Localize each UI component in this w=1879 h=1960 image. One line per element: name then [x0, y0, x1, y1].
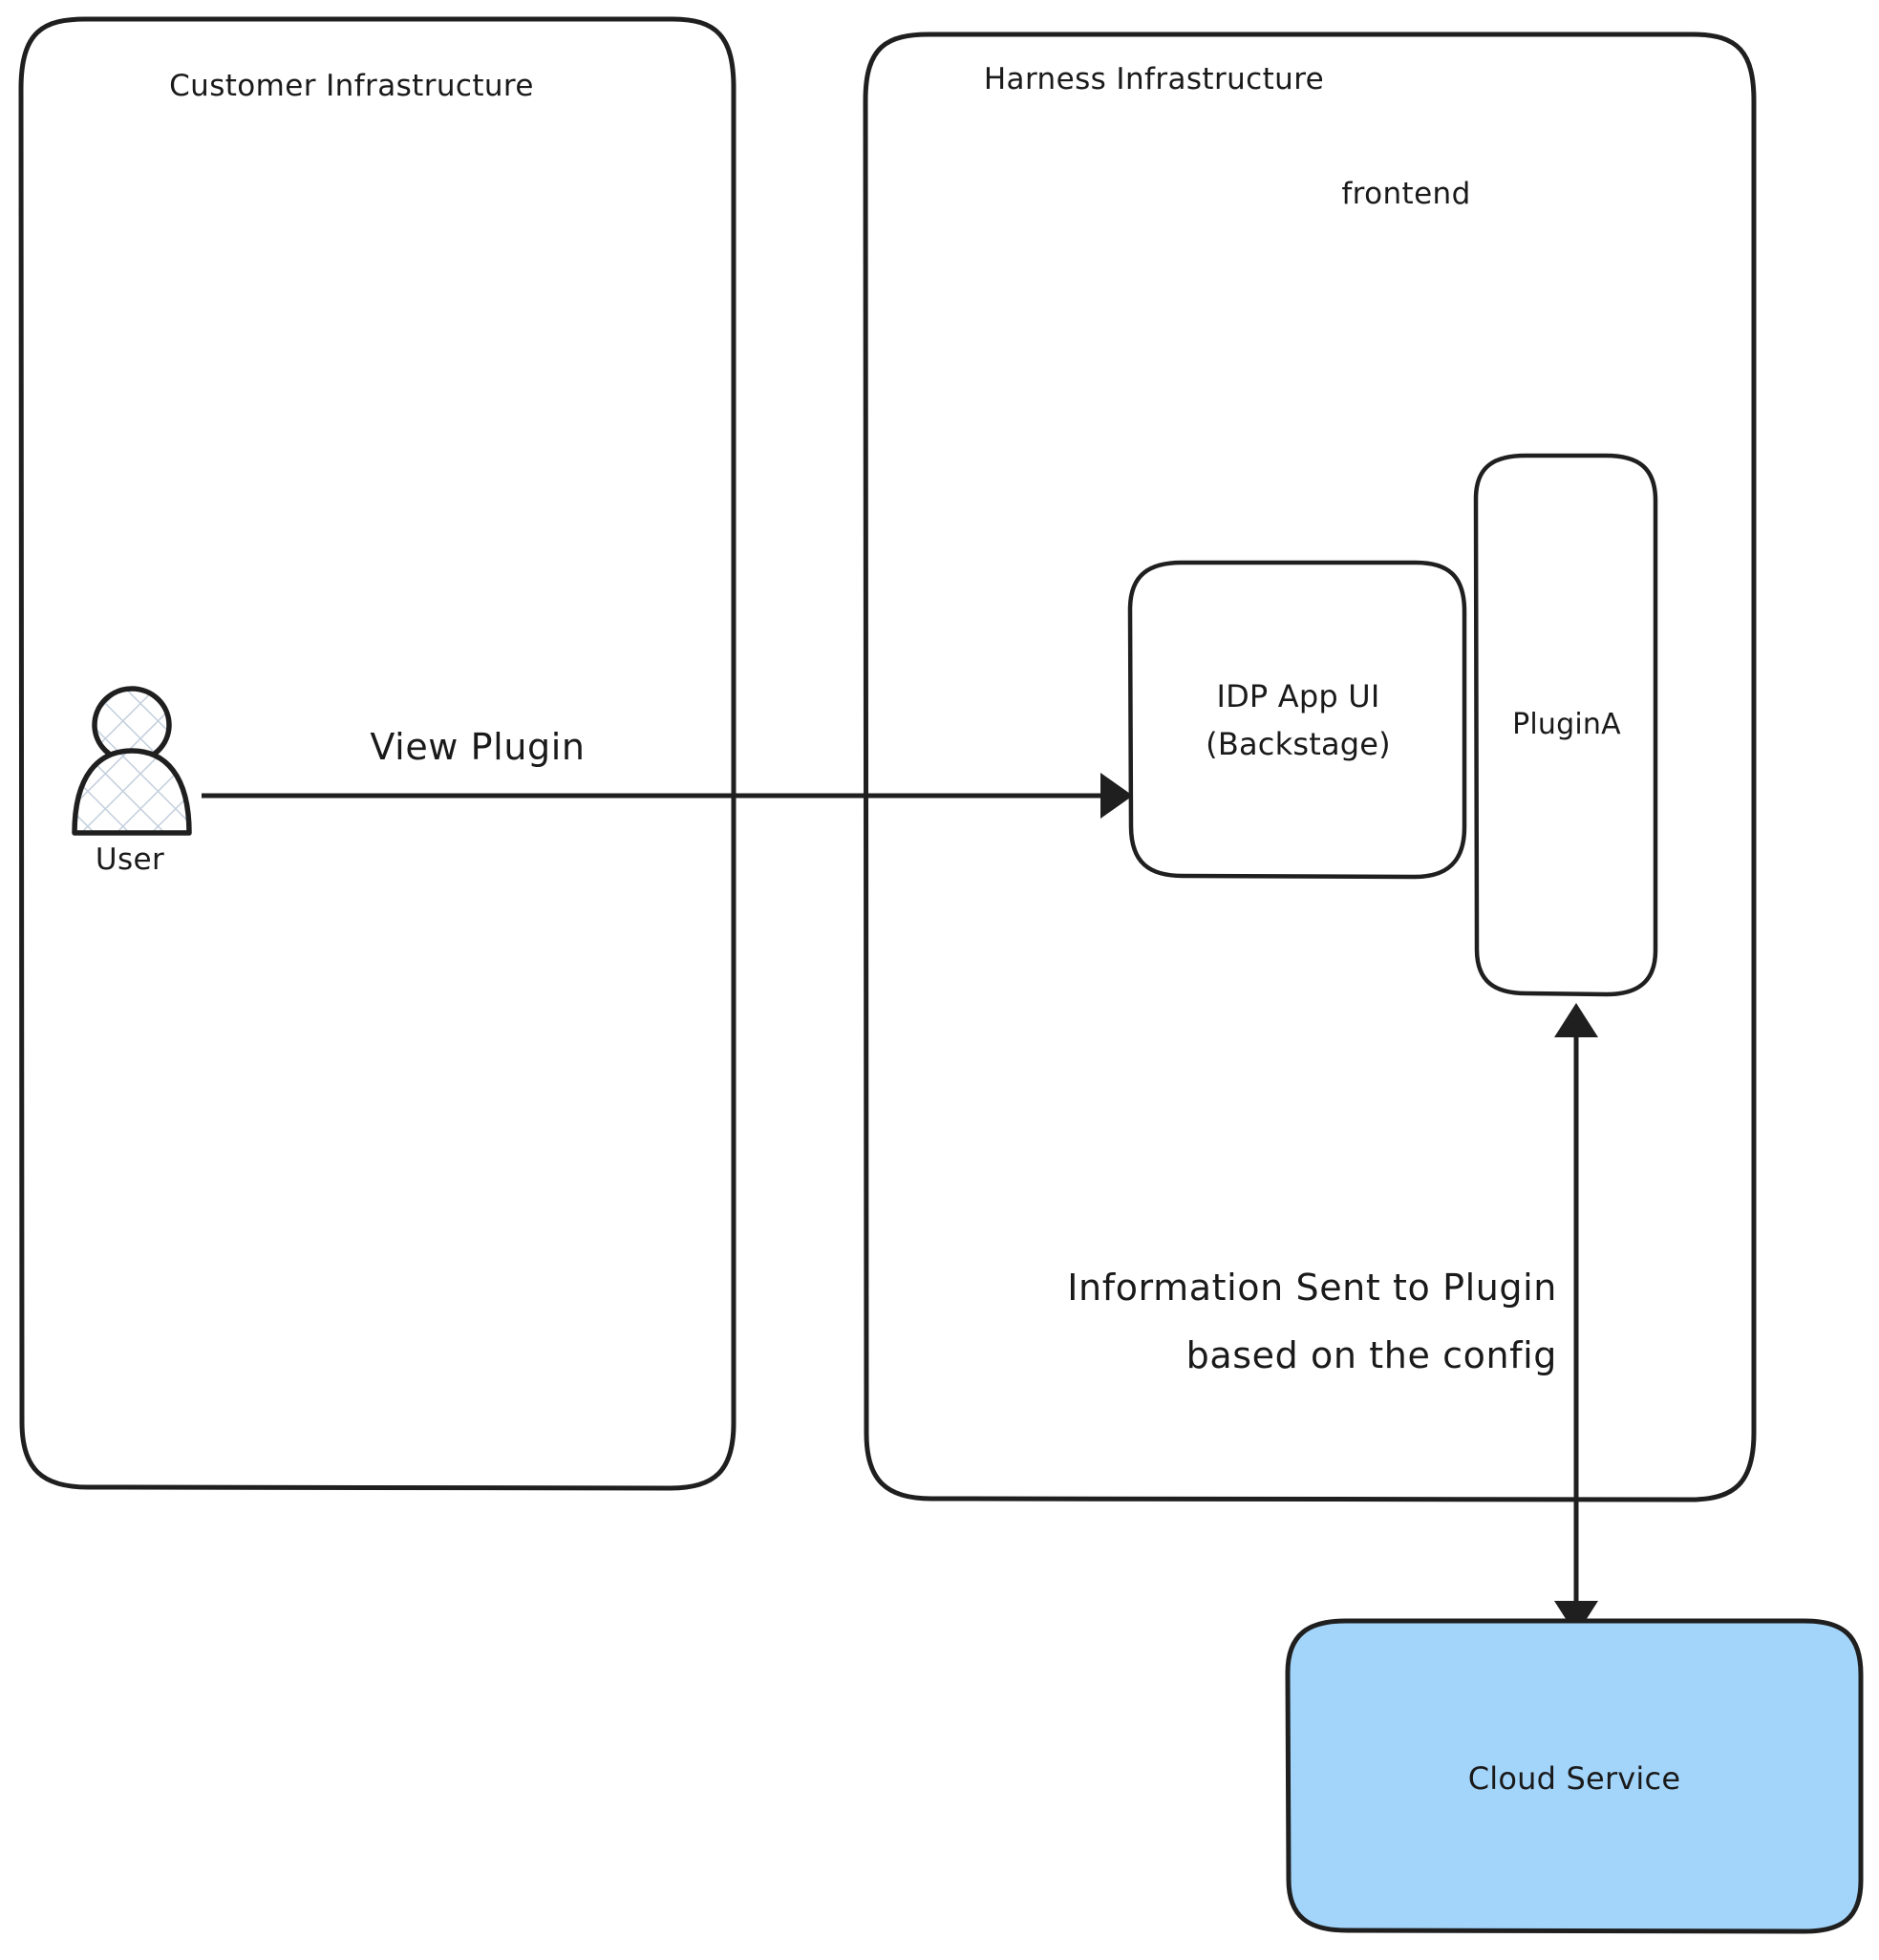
node-cloud-service[interactable]: Cloud Service — [1285, 1618, 1864, 1934]
plugin-cloud-arrowhead-up-icon — [1554, 1003, 1598, 1037]
plugin-cloud-edge-label-line1: Information Sent to Plugin — [1067, 1267, 1557, 1309]
customer-infrastructure-boundary — [18, 16, 737, 1491]
frontend-group-label: frontend — [1341, 177, 1470, 211]
customer-infrastructure-label: Customer Infrastructure — [169, 69, 534, 103]
user-actor-icon — [72, 686, 192, 836]
plugin-cloud-arrowhead-down-icon — [1554, 1601, 1598, 1635]
user-actor-label: User — [96, 842, 164, 877]
plugin-cloud-edge-label-line2: based on the config — [1186, 1334, 1557, 1376]
idp-app-ui-label-line1: IDP App UI — [1216, 678, 1379, 714]
edge-view-plugin[interactable]: View Plugin — [202, 726, 1133, 819]
edge-information-sent-to-plugin[interactable]: Information Sent to Plugin based on the … — [1067, 1003, 1598, 1635]
idp-app-ui-box — [1127, 560, 1467, 880]
view-plugin-edge-label: View Plugin — [370, 726, 585, 768]
plugin-a-box — [1473, 453, 1658, 997]
user-actor[interactable]: User — [72, 686, 192, 877]
node-plugin-a[interactable]: PluginA — [1473, 453, 1658, 997]
cloud-service-box — [1285, 1618, 1864, 1934]
cloud-service-label: Cloud Service — [1468, 1760, 1680, 1797]
harness-infrastructure-label: Harness Infrastructure — [984, 62, 1324, 96]
container-customer-infrastructure[interactable]: Customer Infrastructure — [18, 16, 737, 1491]
idp-app-ui-label-line2: (Backstage) — [1206, 726, 1391, 762]
user-body-icon — [72, 748, 192, 836]
view-plugin-arrowhead-icon — [1100, 773, 1133, 819]
plugin-a-label: PluginA — [1512, 708, 1621, 741]
node-idp-app-ui[interactable]: IDP App UI (Backstage) — [1127, 560, 1467, 880]
